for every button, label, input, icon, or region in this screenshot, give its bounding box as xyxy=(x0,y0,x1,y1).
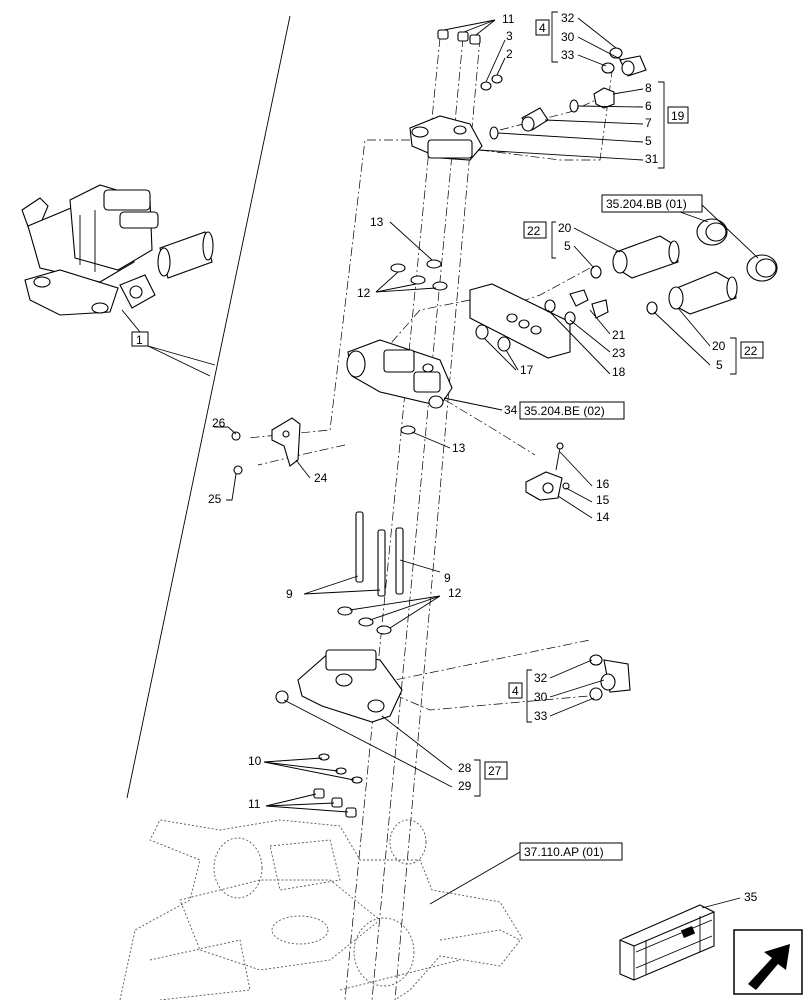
callout-31: 31 xyxy=(645,152,659,166)
tie-rods xyxy=(355,511,404,597)
callout-box-19 xyxy=(667,106,689,124)
callout-21: 21 xyxy=(612,328,626,342)
callout-33-bottom: 33 xyxy=(534,709,548,723)
ref-35-204-be[interactable]: 35.204.BE (02) xyxy=(524,404,605,418)
callout-12-top: 12 xyxy=(357,286,371,300)
callout-20-top: 20 xyxy=(558,221,572,235)
manifold-bar xyxy=(469,283,609,359)
oring-13-lower xyxy=(400,425,416,435)
callout-4-top: 4 xyxy=(539,21,546,35)
callout-30-top: 30 xyxy=(561,30,575,44)
bracket-14-16 xyxy=(525,442,570,501)
callout-30-bottom: 30 xyxy=(534,690,548,704)
ref-box-35-204-be[interactable] xyxy=(519,401,625,420)
overview-valve-assembly xyxy=(21,184,214,316)
callout-18: 18 xyxy=(612,365,626,379)
callout-box-22-top xyxy=(523,221,547,239)
valve-section xyxy=(346,339,453,409)
callout-19: 19 xyxy=(671,109,685,123)
washers-nuts-bottom xyxy=(313,753,363,818)
callout-5-top: 5 xyxy=(645,134,652,148)
callout-22-bottom: 22 xyxy=(744,344,758,358)
callout-12-bottom: 12 xyxy=(448,586,462,600)
callout-5-mid: 5 xyxy=(564,239,571,253)
callout-24: 24 xyxy=(314,471,328,485)
tractor-chassis-ghost xyxy=(119,819,523,1000)
callout-20-bottom: 20 xyxy=(712,339,726,353)
callout-box-22-bottom xyxy=(740,341,764,359)
callout-32-top: 32 xyxy=(561,11,575,25)
navigation-arrow-icon[interactable] xyxy=(733,929,803,995)
callout-5-bottom: 5 xyxy=(716,358,723,372)
callout-13-top: 13 xyxy=(370,215,384,229)
callout-22-top: 22 xyxy=(527,224,541,238)
callout-box-4-top xyxy=(535,19,550,36)
kit-crate-icon xyxy=(619,904,715,981)
callout-14: 14 xyxy=(596,510,610,524)
nuts-top xyxy=(437,29,503,91)
callout-15: 15 xyxy=(596,493,610,507)
separator-line xyxy=(126,15,291,799)
callout-box-4-bottom xyxy=(508,682,523,699)
callout-7: 7 xyxy=(645,116,652,130)
callout-26: 26 xyxy=(212,416,226,430)
coupler-lower xyxy=(646,271,738,315)
top-cover-block xyxy=(409,115,483,161)
callout-3: 3 xyxy=(506,29,513,43)
coupler-upper xyxy=(590,235,680,279)
callout-box-27 xyxy=(484,761,508,780)
callout-23: 23 xyxy=(612,346,626,360)
callout-2: 2 xyxy=(506,47,513,61)
ref-box-37-110-ap[interactable] xyxy=(519,842,623,861)
ref-box-35-204-bb[interactable] xyxy=(601,194,703,213)
callout-29: 29 xyxy=(458,779,472,793)
callout-28: 28 xyxy=(458,761,472,775)
callout-1: 1 xyxy=(136,333,143,347)
group-19-parts xyxy=(489,87,615,140)
callout-16: 16 xyxy=(596,477,610,491)
callout-10: 10 xyxy=(248,754,262,768)
callout-17: 17 xyxy=(520,363,534,377)
callout-32-bottom: 32 xyxy=(534,671,548,685)
bracket-24 xyxy=(231,417,301,475)
orings-lower xyxy=(337,606,392,635)
callout-35: 35 xyxy=(744,890,758,904)
callout-6: 6 xyxy=(645,99,652,113)
callout-box-1 xyxy=(131,331,149,347)
callout-8: 8 xyxy=(645,81,652,95)
fitting-top-right xyxy=(601,47,647,77)
ref-37-110-ap[interactable]: 37.110.AP (01) xyxy=(524,845,604,859)
callout-4-bottom: 4 xyxy=(512,684,519,698)
hose-clamps xyxy=(696,218,778,282)
callout-27: 27 xyxy=(488,764,502,778)
callout-11-bottom: 11 xyxy=(248,797,261,811)
callout-9-left: 9 xyxy=(286,587,293,601)
orings-upper xyxy=(390,259,448,291)
callout-33-top: 33 xyxy=(561,48,575,62)
callout-11-top: 11 xyxy=(502,12,515,26)
callout-13-bottom: 13 xyxy=(452,441,466,455)
callout-25: 25 xyxy=(208,492,222,506)
ref-35-204-bb[interactable]: 35.204.BB (01) xyxy=(606,197,687,211)
callout-34: 34 xyxy=(504,403,518,417)
fitting-bottom-right xyxy=(589,654,631,701)
inlet-block xyxy=(275,649,403,723)
callout-9-right: 9 xyxy=(444,571,451,585)
